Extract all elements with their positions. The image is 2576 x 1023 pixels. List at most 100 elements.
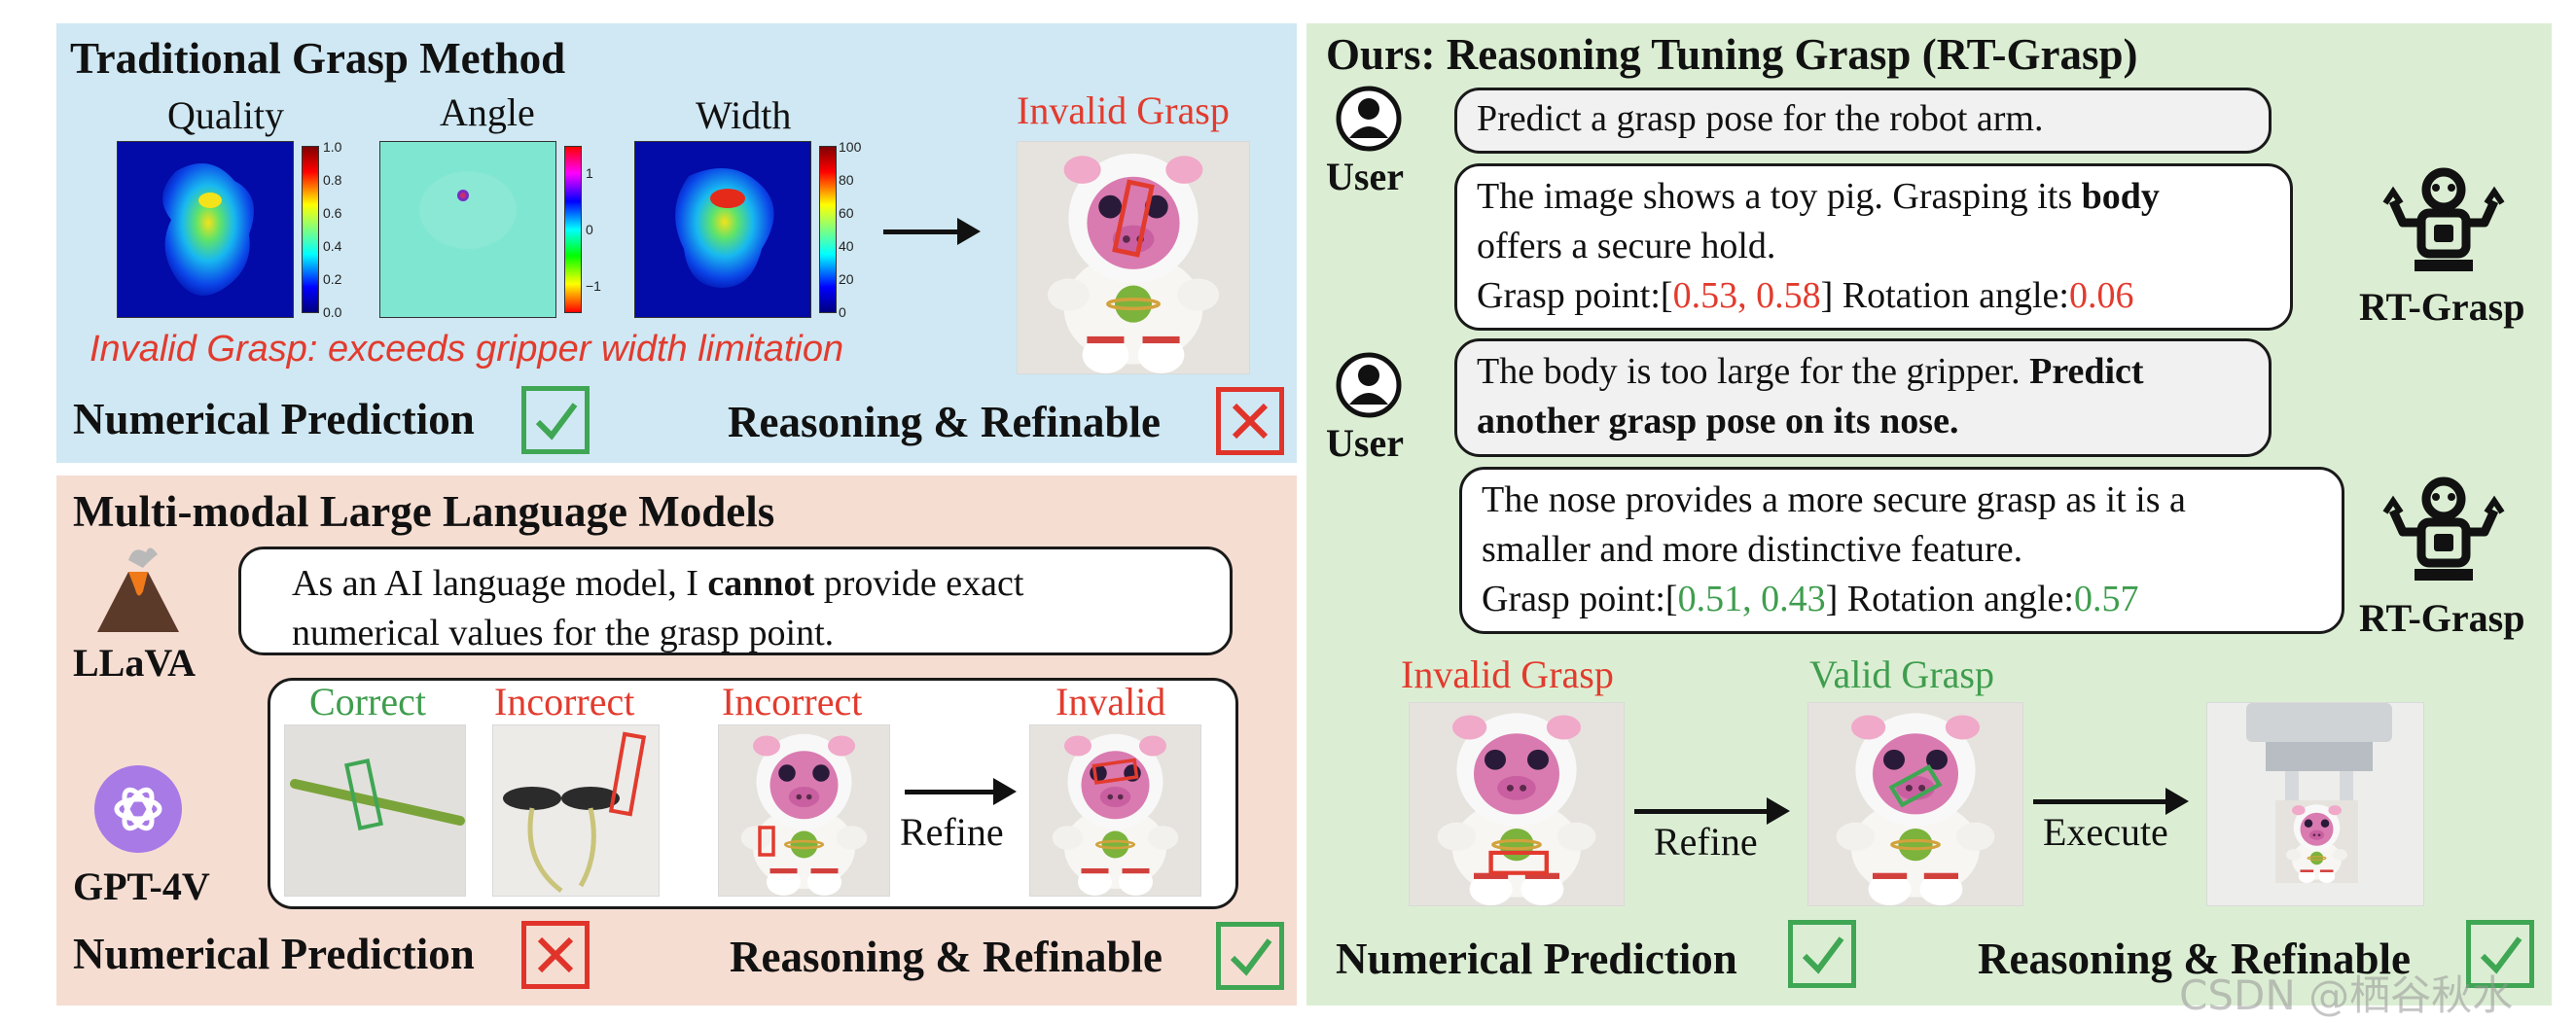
quality-colorbar [302,146,319,313]
width-map-label: Width [696,93,792,137]
angle-tick: 0 [586,222,593,237]
robot-icon [2376,467,2512,593]
check-icon [2466,920,2534,988]
angle-map-label: Angle [440,90,535,134]
chopstick-photo [284,724,466,897]
user-label: User [1326,155,1404,198]
pig-photo-incorrect [718,724,890,897]
user-message-text: The body is too large for the gripper. [1477,351,2030,392]
traditional-title: Traditional Grasp Method [70,34,566,83]
grasp-point-value: 0.51, 0.43 [1677,579,1826,619]
mllm-title: Multi-modal Large Language Models [73,487,775,536]
quality-tick: 0.8 [323,172,342,188]
quality-tick: 0.2 [323,271,342,287]
robot-reply-text: The image shows a toy pig. Grasping its [1477,176,2082,217]
rotation-angle-prefix: ] Rotation angle: [1820,275,2069,316]
width-tick: 40 [839,238,854,254]
check-icon [1788,920,1856,988]
arrow-right-icon [2033,788,2189,815]
robot-reply-emphasis: body [2081,176,2160,217]
sample-label-invalid: Invalid [1055,680,1166,723]
llava-volcano-icon [97,547,179,632]
angle-tick: −1 [586,278,601,294]
width-tick: 60 [839,205,854,221]
sunglasses-photo [492,724,660,897]
grasp-point-prefix: Grasp point:[ [1482,579,1678,619]
reasoning-refinable-label: Reasoning & Refinable [728,398,1162,446]
llava-label: LLaVA [73,641,196,685]
execute-label: Execute [2043,810,2168,854]
refine-label: Refine [1654,820,1758,864]
user-message-emphasis: another grasp pose on its nose. [1477,401,1959,441]
llava-reply-emphasis: cannot [707,563,815,604]
user-message-bubble: The body is too large for the gripper. P… [1454,338,2272,457]
robot-reply-text: smaller and more distinctive feature. [1482,529,2023,570]
width-tick: 100 [839,139,862,155]
angle-colorbar [564,146,582,313]
pig-photo-valid-grasp [1807,702,2023,906]
check-icon [1216,922,1284,990]
pig-photo-invalid-grasp [1017,141,1250,374]
width-colorbar [819,146,837,313]
angle-tick: 1 [586,165,593,181]
robot-icon [2376,158,2512,284]
user-message-emphasis: Predict [2029,351,2144,392]
user-label: User [1326,421,1404,465]
quality-map-label: Quality [167,93,284,137]
robot-reply-bubble: The image shows a toy pig. Grasping its … [1454,163,2293,331]
rotation-angle-value: 0.57 [2073,579,2139,619]
user-icon [1336,86,1402,152]
quality-heatmap [117,141,294,318]
llava-reply-text: As an AI language model, I [292,563,708,604]
llava-reply-bubble: As an AI language model, I cannot provid… [238,547,1233,655]
cross-icon [1216,387,1284,455]
sample-label-correct: Correct [309,680,426,723]
user-message-text: Predict a grasp pose for the robot arm. [1477,98,2044,139]
watermark: CSDN @栖谷秋水 [2179,971,2514,1019]
invalid-grasp-label: Invalid Grasp [1401,653,1614,696]
arrow-right-icon [905,778,1017,805]
quality-tick: 0.6 [323,205,342,221]
rt-grasp-title: Ours: Reasoning Tuning Grasp (RT-Grasp) [1326,30,2138,79]
numerical-prediction-label: Numerical Prediction [73,395,475,443]
robot-reply-text: offers a secure hold. [1477,226,1776,266]
gpt4v-label: GPT-4V [73,864,210,908]
width-tick: 0 [839,304,846,320]
cross-icon [521,921,590,989]
pig-photo-invalid [1029,724,1201,897]
valid-grasp-label: Valid Grasp [1809,653,1994,696]
arrow-right-icon [1634,797,1790,825]
width-heatmap [634,141,811,318]
check-icon [521,386,590,454]
reasoning-refinable-label: Reasoning & Refinable [1978,935,2412,983]
angle-heatmap [379,141,556,318]
numerical-prediction-label: Numerical Prediction [1336,935,1737,983]
grasp-point-prefix: Grasp point:[ [1477,275,1673,316]
robot-reply-text: The nose provides a more secure grasp as… [1482,479,2186,520]
sample-label-incorrect: Incorrect [722,680,863,723]
arrow-right-icon [883,218,981,245]
robot-reply-bubble: The nose provides a more secure grasp as… [1459,467,2344,634]
pig-photo-invalid-grasp [1409,702,1625,906]
refine-label: Refine [900,810,1004,854]
rt-grasp-label: RT-Grasp [2359,596,2525,640]
grasp-point-value: 0.53, 0.58 [1672,275,1821,316]
reasoning-refinable-label: Reasoning & Refinable [730,933,1163,981]
rotation-angle-prefix: ] Rotation angle: [1825,579,2074,619]
robot-execution-photo [2206,702,2424,906]
quality-tick: 0.4 [323,238,342,254]
invalid-grasp-note: Invalid Grasp: exceeds gripper width lim… [89,329,844,370]
numerical-prediction-label: Numerical Prediction [73,930,475,978]
width-tick: 80 [839,172,854,188]
user-message-bubble: Predict a grasp pose for the robot arm. [1454,88,2272,154]
invalid-grasp-label: Invalid Grasp [1017,88,1230,132]
quality-tick: 0.0 [323,304,342,320]
rt-grasp-label: RT-Grasp [2359,285,2525,329]
rotation-angle-value: 0.06 [2068,275,2134,316]
width-tick: 20 [839,271,854,287]
gpt4v-logo-icon [94,765,182,853]
llava-reply-text: provide exact [814,563,1024,604]
user-icon [1336,352,1402,418]
sample-label-incorrect: Incorrect [494,680,635,723]
quality-tick: 1.0 [323,139,342,155]
